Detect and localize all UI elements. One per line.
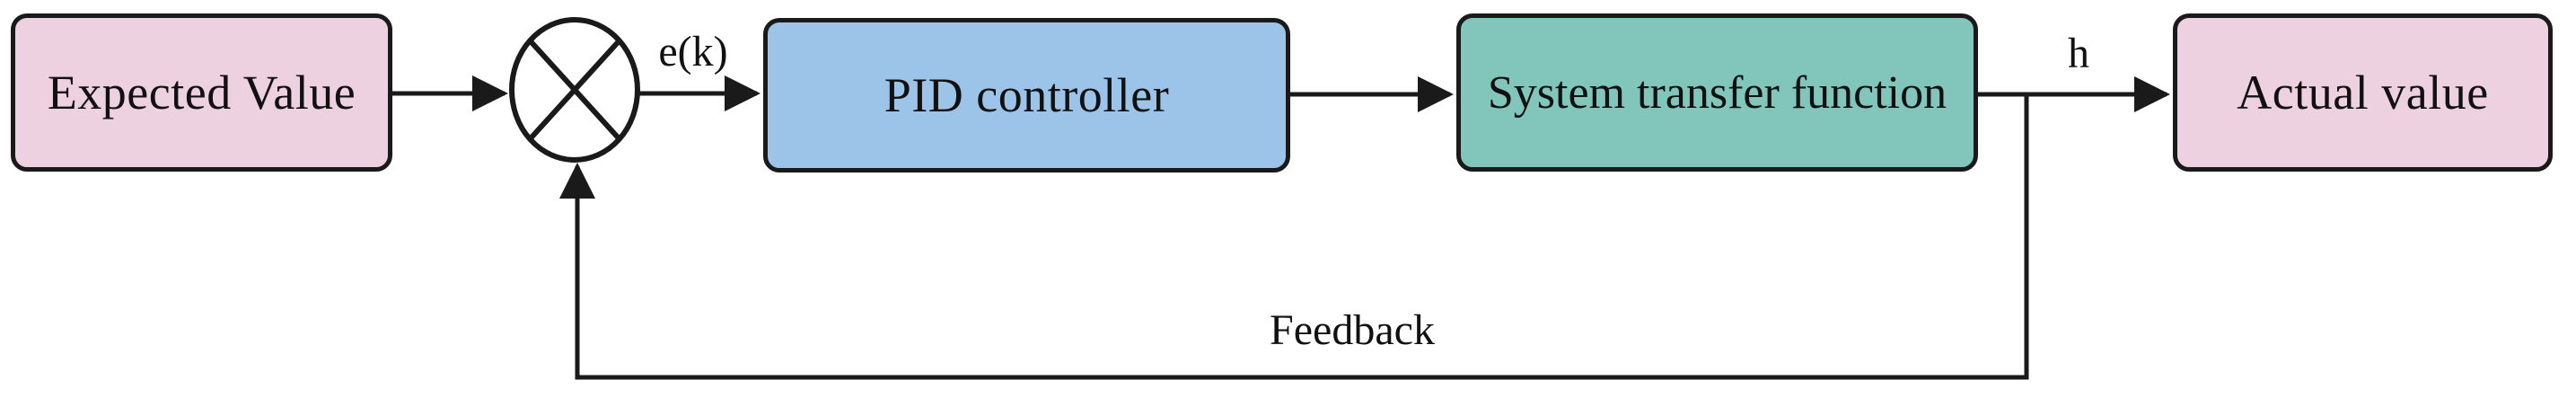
block-pid-controller: PID controller <box>763 18 1290 172</box>
output-signal-label: h <box>2068 30 2089 77</box>
block-expected-value: Expected Value <box>11 13 392 172</box>
error-signal-label: e(k) <box>658 28 728 75</box>
wire-feedback-loop <box>559 94 2029 380</box>
summing-junction-icon <box>509 17 640 163</box>
block-actual-value: Actual value <box>2173 13 2553 172</box>
feedback-label: Feedback <box>1270 306 1435 354</box>
block-system-transfer-function: System transfer function <box>1456 13 1978 172</box>
